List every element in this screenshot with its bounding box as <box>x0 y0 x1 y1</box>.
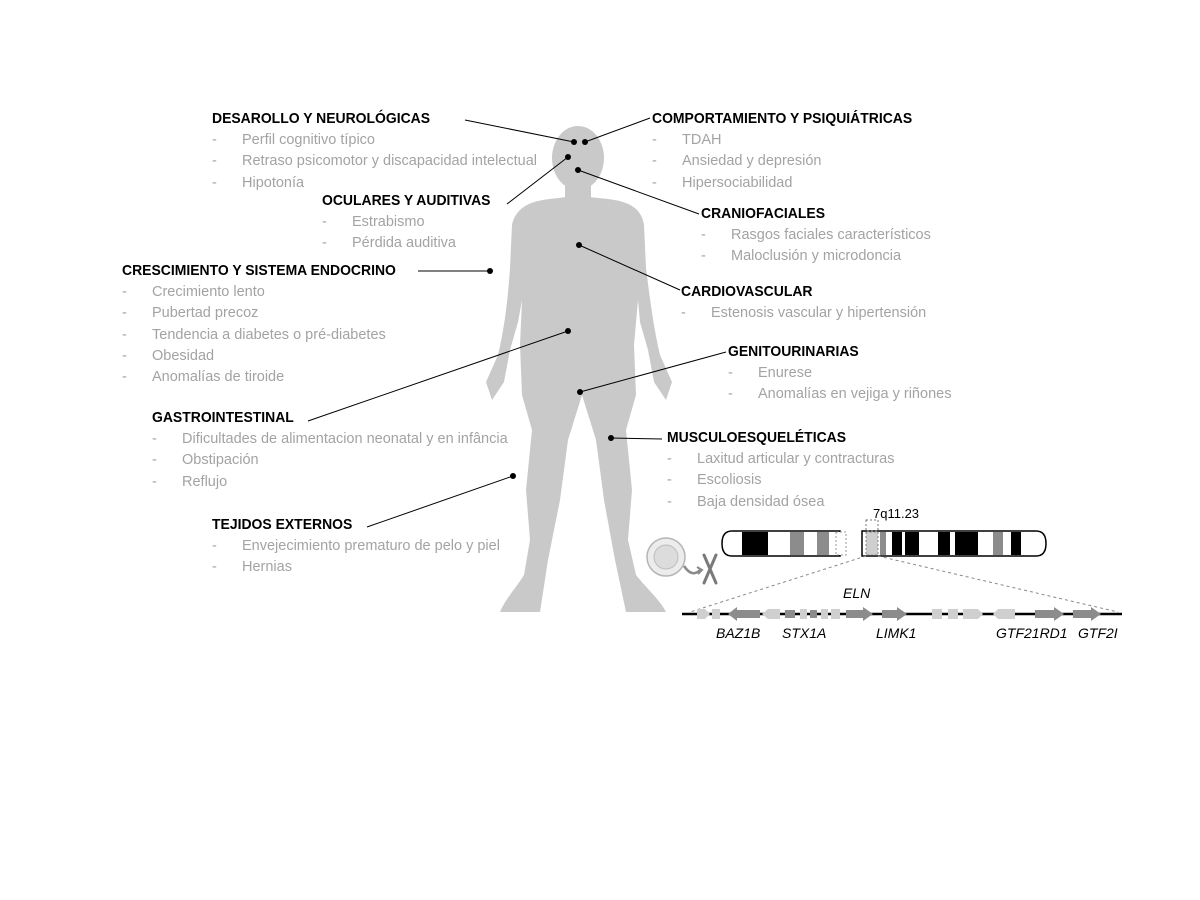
list-item: Crecimiento lento <box>122 282 386 304</box>
centromere-region <box>835 531 847 556</box>
leader-dot-endocrine <box>487 268 493 274</box>
list-item: Escoliosis <box>667 470 894 492</box>
category-items-neuro: Perfil cognitivo típico Retraso psicomot… <box>212 130 537 194</box>
list-item: Envejecimiento prematuro de pelo y piel <box>212 536 500 558</box>
chromosome-7-ideogram <box>689 519 1119 613</box>
list-item: Perfil cognitivo típico <box>212 130 537 152</box>
category-items-endocrine: Crecimiento lento Pubertad precoz Tenden… <box>122 282 386 389</box>
gene-label-gtf21rd1: GTF21RD1 <box>996 625 1068 641</box>
list-item: Dificultades de alimentacion neonatal y … <box>152 429 508 451</box>
list-item: Obesidad <box>122 346 386 368</box>
list-item: Reflujo <box>152 472 508 494</box>
category-title-musculo: MUSCULOESQUELÉTICAS <box>667 429 847 446</box>
gene-label-gtf2i: GTF2I <box>1078 625 1118 641</box>
category-title-neuro: DESAROLLO Y NEUROLÓGICAS <box>212 110 431 127</box>
leader-dot-cranio <box>575 167 581 173</box>
leader-lines <box>307 117 727 528</box>
list-item: Ansiedad y depresión <box>652 151 821 173</box>
leader-line-cranio <box>577 169 700 215</box>
category-title-tissue: TEJIDOS EXTERNOS <box>212 516 353 533</box>
leader-line-genito <box>579 351 727 393</box>
list-item: Retraso psicomotor y discapacidad intele… <box>212 151 537 173</box>
list-item: Hernias <box>212 557 500 579</box>
list-item: Maloclusión y microdoncia <box>701 246 931 268</box>
list-item: Enurese <box>728 363 951 385</box>
leader-dot-cardio <box>576 242 582 248</box>
leader-dot-musculo <box>608 435 614 441</box>
category-title-gastro: GASTROINTESTINAL <box>152 409 294 426</box>
category-title-psych: COMPORTAMIENTO Y PSIQUIÁTRICAS <box>652 110 913 127</box>
category-title-ocular: OCULARES Y AUDITIVAS <box>322 192 491 209</box>
category-items-cardio: Estenosis vascular y hipertensión <box>681 303 926 325</box>
list-item: Hipotonía <box>212 173 537 195</box>
gene-label-baz1b: BAZ1B <box>716 625 761 641</box>
gene-label-stx1a: STX1A <box>782 625 827 641</box>
leader-line-psych <box>584 117 651 143</box>
leader-line-gastro <box>307 330 569 422</box>
leader-dot-gastro <box>565 328 571 334</box>
leader-dot-genito <box>577 389 583 395</box>
list-item: Pérdida auditiva <box>322 233 456 255</box>
category-title-endocrine: CRESCIMIENTO Y SISTEMA ENDOCRINO <box>122 262 396 279</box>
list-item: Laxitud articular y contracturas <box>667 449 894 471</box>
category-items-gastro: Dificultades de alimentacion neonatal y … <box>152 429 508 493</box>
list-item: Estenosis vascular y hipertensión <box>681 303 926 325</box>
band-7q11-23 <box>865 531 879 556</box>
gene-label-eln: ELN <box>843 585 871 601</box>
list-item: Obstipación <box>152 450 508 472</box>
category-items-musculo: Laxitud articular y contracturas Escolio… <box>667 449 894 513</box>
deletion-gene-map <box>682 607 1122 621</box>
cell-chromosome-icon <box>646 537 718 585</box>
category-items-tissue: Envejecimiento prematuro de pelo y piel … <box>212 536 500 579</box>
leader-line-ocular <box>506 156 569 205</box>
chromosome-band-label: 7q11.23 <box>873 506 920 521</box>
list-item: TDAH <box>652 130 821 152</box>
category-items-cranio: Rasgos faciales característicos Maloclus… <box>701 225 931 268</box>
leader-dot-neuro <box>571 139 577 145</box>
category-items-psych: TDAH Ansiedad y depresión Hipersociabili… <box>652 130 821 194</box>
list-item: Estrabismo <box>322 212 456 234</box>
category-title-cranio: CRANIOFACIALES <box>701 205 826 222</box>
category-items-genito: Enurese Anomalías en vejiga y riñones <box>728 363 951 406</box>
category-title-genito: GENITOURINARIAS <box>728 343 859 360</box>
leader-dot-psych <box>582 139 588 145</box>
human-body-silhouette <box>486 126 672 612</box>
list-item: Tendencia a diabetes o pré-diabetes <box>122 325 386 347</box>
list-item: Hipersociabilidad <box>652 173 821 195</box>
leader-line-cardio <box>578 244 681 291</box>
gene-label-limk1: LIMK1 <box>876 625 917 641</box>
list-item: Rasgos faciales característicos <box>701 225 931 247</box>
leader-dot-ocular <box>565 154 571 160</box>
list-item: Anomalías en vejiga y riñones <box>728 384 951 406</box>
category-items-ocular: Estrabismo Pérdida auditiva <box>322 212 456 255</box>
list-item: Pubertad precoz <box>122 303 386 325</box>
leader-dot-tissue <box>510 473 516 479</box>
list-item: Baja densidad ósea <box>667 492 894 514</box>
leader-line-musculo <box>610 437 663 440</box>
list-item: Anomalías de tiroide <box>122 367 386 389</box>
category-title-cardio: CARDIOVASCULAR <box>681 283 813 300</box>
